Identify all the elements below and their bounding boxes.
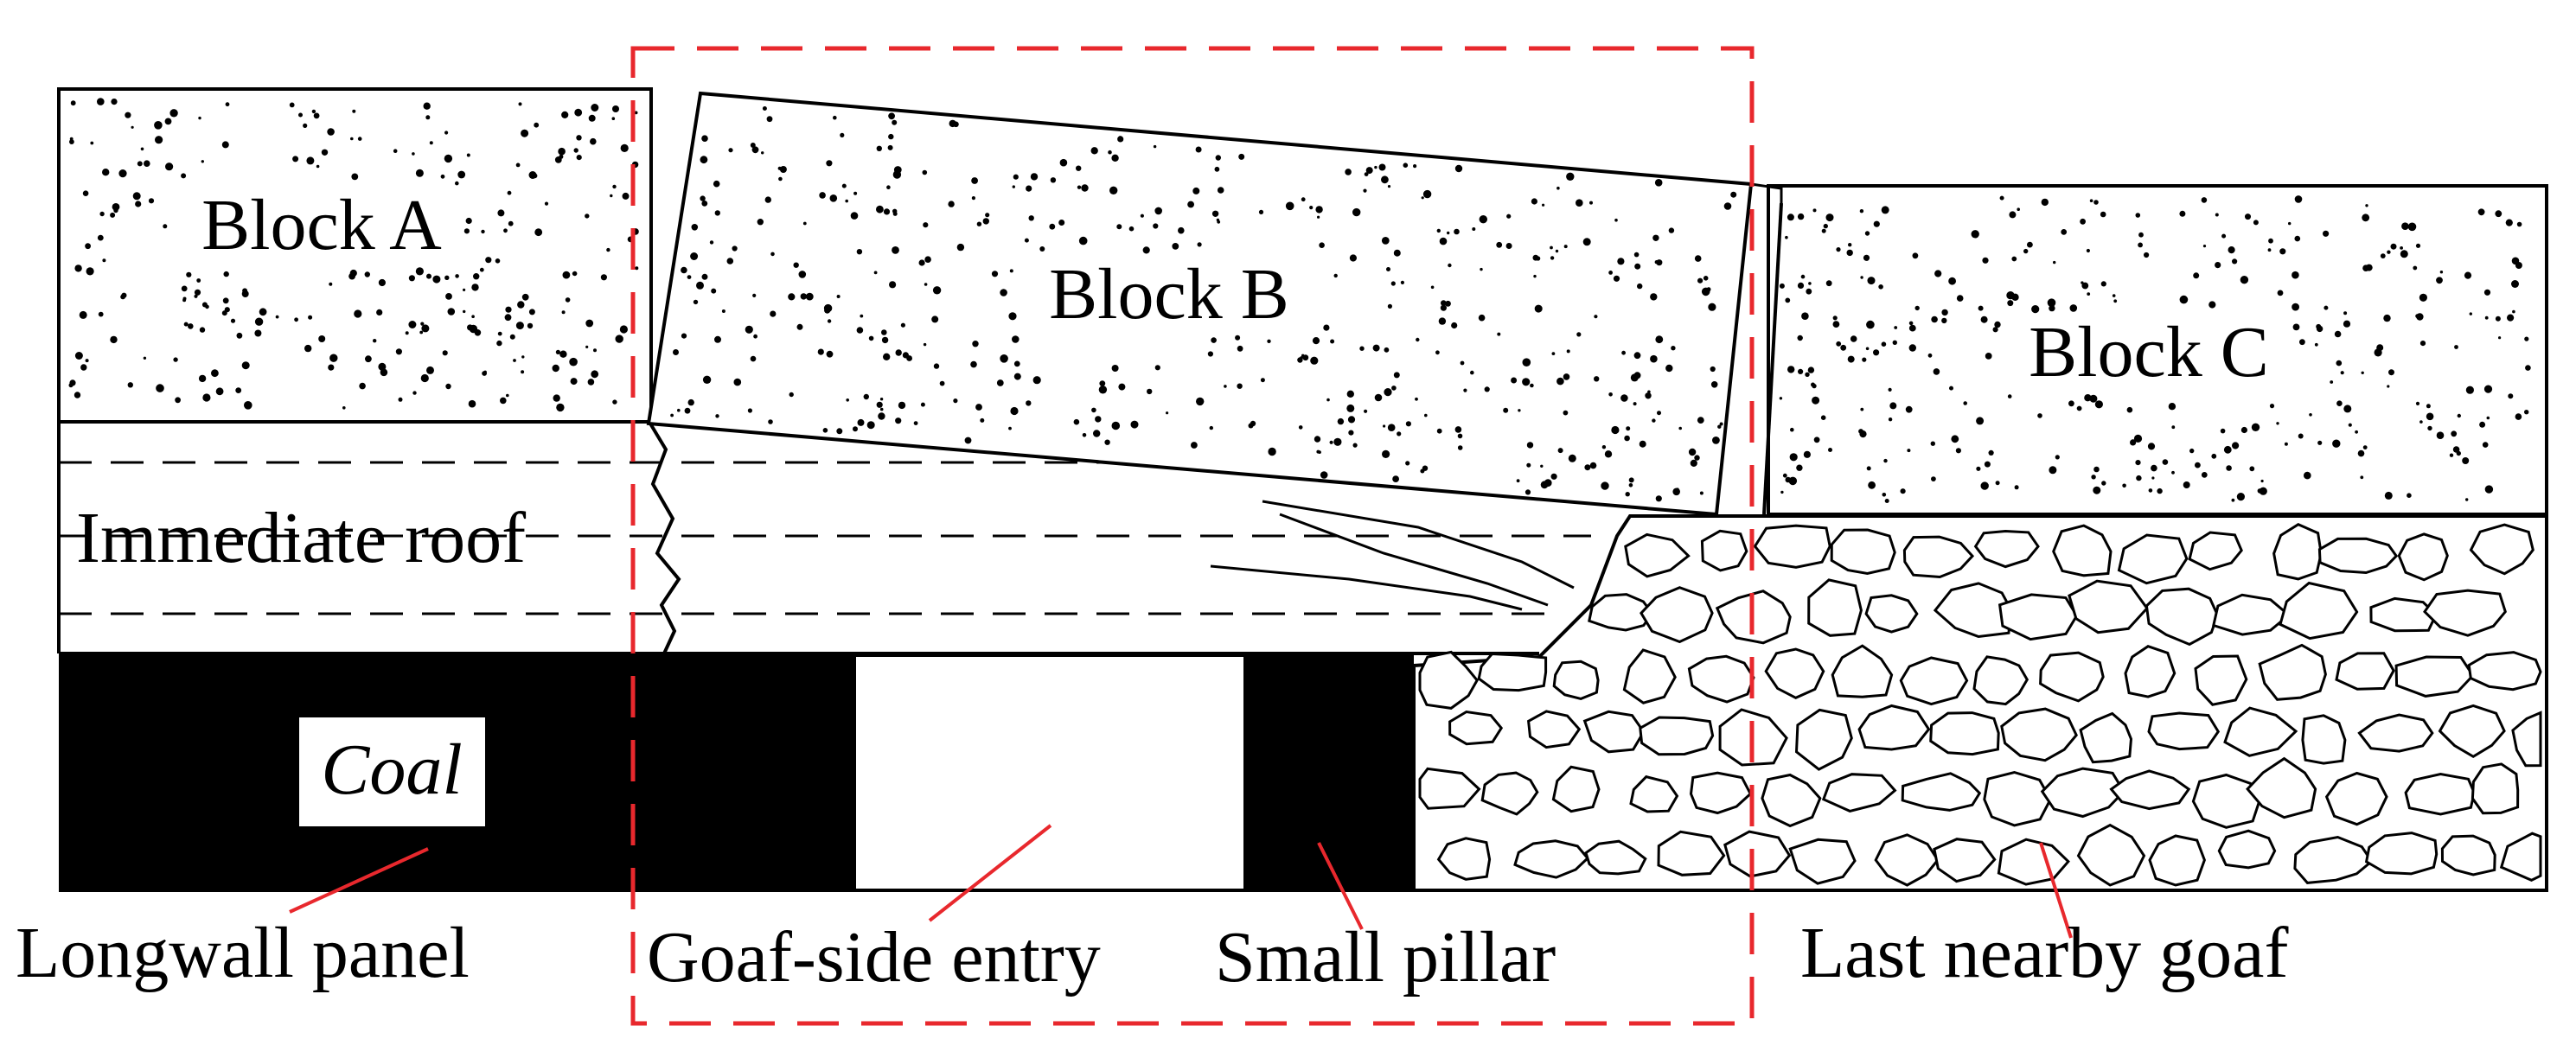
- block-a: [57, 87, 653, 424]
- leader-lines: [289, 824, 2073, 939]
- leader-last-nearby-goaf: [2039, 842, 2073, 939]
- immediate-roof-layer: [57, 420, 1669, 655]
- block-c-label: Block C: [2029, 312, 2269, 392]
- goaf-rubble-stones: [1418, 523, 2542, 887]
- block-c: [1767, 184, 2548, 516]
- block-a-label: Block A: [201, 185, 442, 265]
- block-c-stipple: [1779, 195, 2531, 503]
- goaf-rubble: [1412, 514, 2548, 892]
- block-b: [646, 91, 1783, 517]
- small-pillar-label: Small pillar: [1215, 917, 1556, 997]
- leader-longwall-panel: [289, 847, 429, 914]
- goaf-side-entry-label: Goaf-side entry: [647, 917, 1101, 997]
- immediate-roof-label: Immediate roof: [76, 498, 526, 578]
- coal-label: Coal: [321, 730, 462, 810]
- goaf-side-entry-opening: [853, 653, 1247, 892]
- block-b-stipple: [670, 106, 1737, 502]
- highlight-box: [630, 46, 1755, 1026]
- coal-seam: [59, 653, 2547, 892]
- leader-goaf-side-entry: [928, 824, 1052, 922]
- coal-label-box: [299, 717, 485, 826]
- longwall-panel-label: Longwall panel: [16, 913, 470, 993]
- leader-small-pillar: [1317, 842, 1364, 930]
- last-nearby-goaf-label: Last nearby goaf: [1800, 913, 2288, 993]
- block-a-stipple: [68, 98, 639, 412]
- block-b-label: Block B: [1049, 254, 1289, 335]
- small-pillar-coal: [1245, 655, 1414, 890]
